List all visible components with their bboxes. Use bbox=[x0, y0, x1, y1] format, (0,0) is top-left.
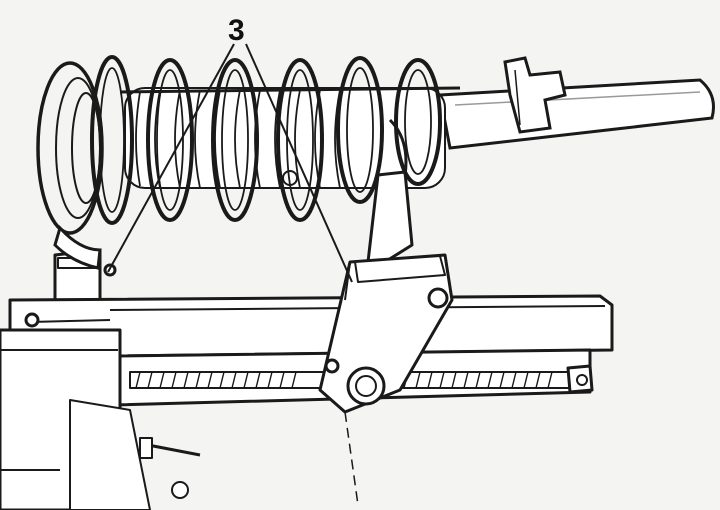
spring-coil bbox=[90, 55, 134, 225]
spring-coil bbox=[336, 56, 384, 204]
callout-leader-left bbox=[107, 43, 235, 273]
strut-shaft bbox=[438, 56, 715, 150]
dust-boot bbox=[119, 86, 461, 189]
spring-seat-left bbox=[36, 61, 104, 235]
strut-bracket bbox=[503, 56, 567, 134]
rod-end-nut bbox=[566, 364, 594, 394]
spring-coil bbox=[146, 58, 194, 222]
left-hook-jaw bbox=[53, 225, 102, 270]
carriage-bolt-upper bbox=[427, 287, 449, 309]
coil-spring bbox=[36, 55, 442, 235]
callout-label: 3 bbox=[228, 14, 245, 47]
t-bolt bbox=[147, 443, 201, 457]
spring-coil bbox=[211, 58, 259, 222]
spring-seat-right bbox=[394, 58, 442, 186]
carriage-pivot bbox=[346, 366, 386, 406]
callout-leader-right bbox=[245, 43, 353, 283]
strut-tube bbox=[438, 78, 715, 150]
sliding-carriage bbox=[318, 118, 454, 414]
carriage-bolt-small bbox=[324, 358, 340, 374]
base-foot bbox=[69, 399, 151, 510]
right-hook-arm bbox=[366, 170, 414, 264]
rail-bolt-left bbox=[24, 312, 40, 328]
spring-coil bbox=[276, 58, 324, 222]
callout-3: 3 bbox=[107, 14, 353, 283]
